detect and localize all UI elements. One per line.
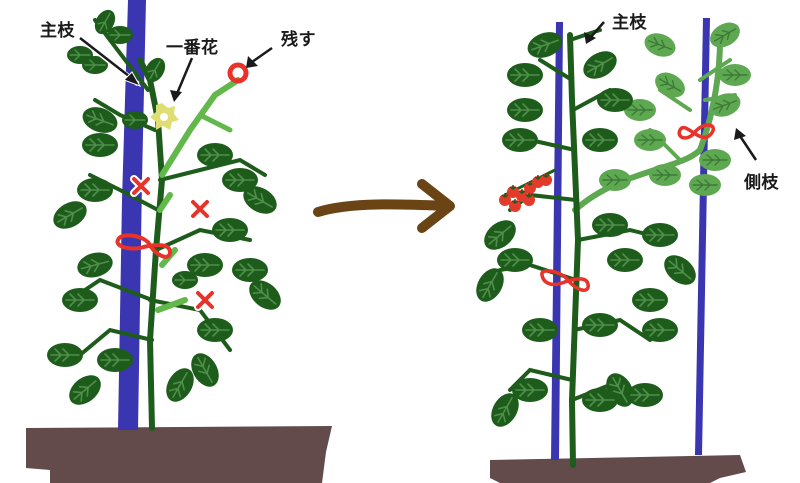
remove-mark-icon — [134, 179, 148, 193]
side-branch — [572, 16, 752, 213]
label-main-stem-before: 主枝 — [40, 21, 75, 41]
keep-circle-icon — [227, 62, 249, 84]
right-plant-after — [469, 16, 758, 483]
left-soil — [26, 426, 332, 483]
label-side-branch: 側枝 — [744, 173, 779, 193]
right-stake-main — [551, 22, 563, 460]
tomato-cluster-icon — [498, 168, 556, 213]
right-stake-side — [695, 18, 710, 455]
tie-knot-icon — [115, 233, 173, 259]
left-stake — [118, 0, 146, 430]
first-flower-icon — [150, 103, 179, 130]
side-tie-knot-icon — [677, 123, 716, 140]
label-main-stem-after: 主枝 — [612, 13, 647, 33]
remove-mark-icon — [193, 202, 207, 216]
remove-mark-icon — [198, 293, 212, 307]
label-keep: 残す — [281, 30, 316, 50]
label-first-flower: 一番花 — [166, 38, 219, 58]
transition-arrow-icon — [313, 179, 455, 233]
left-plant-before — [26, 0, 332, 483]
main-tie-knot-icon — [540, 269, 590, 292]
right-soil — [490, 455, 746, 483]
